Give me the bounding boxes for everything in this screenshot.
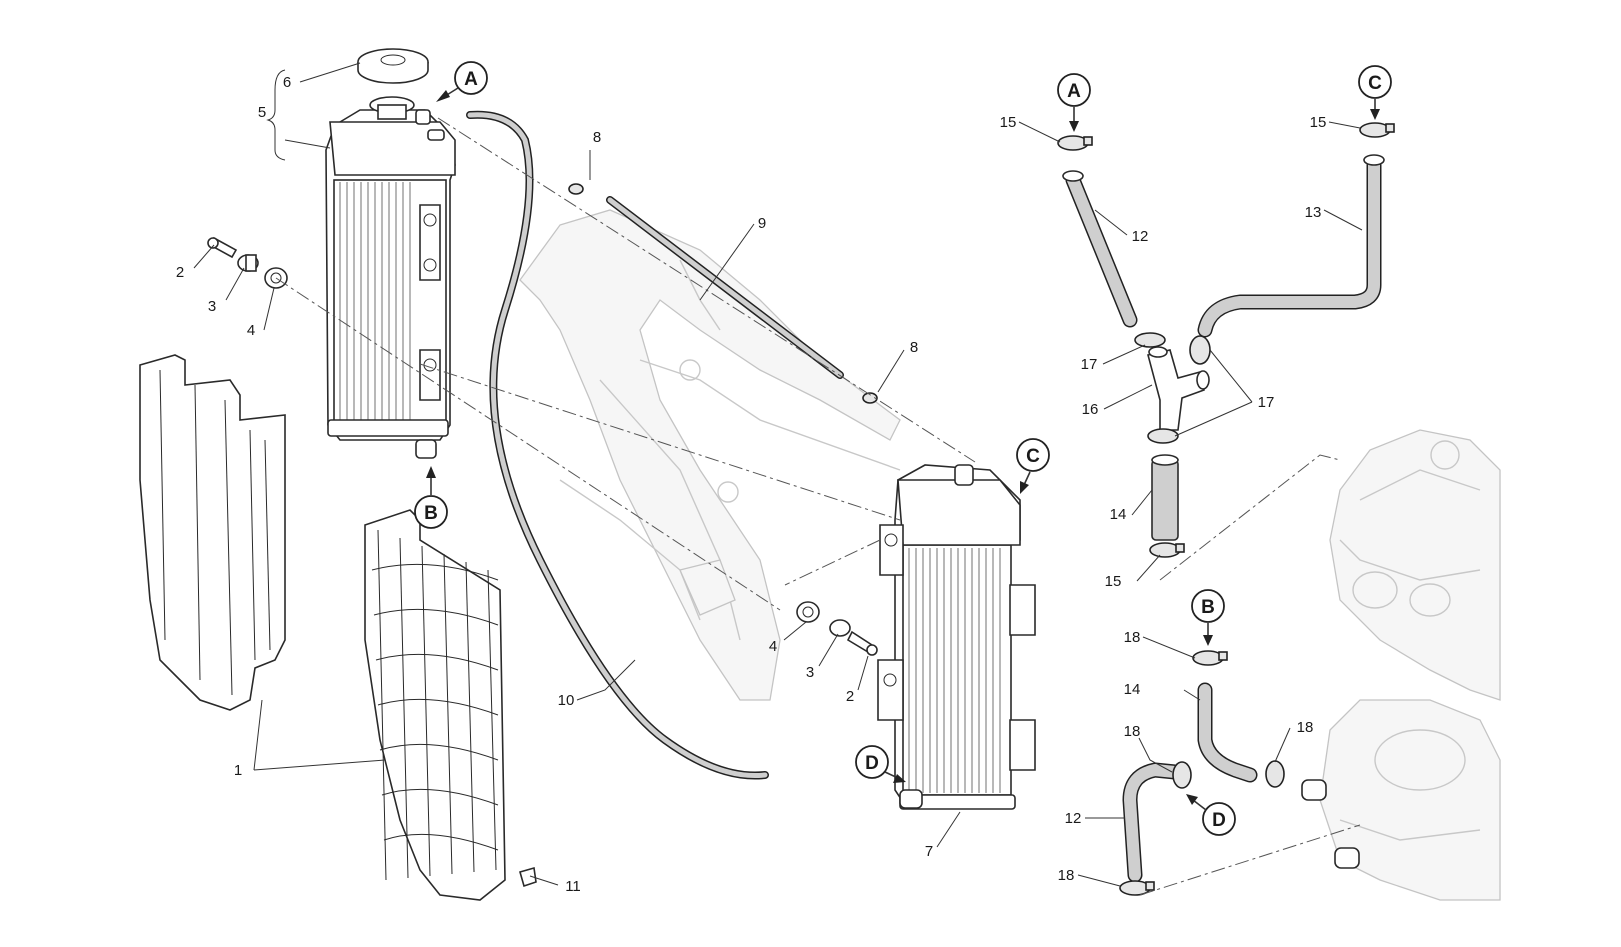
grille-vane bbox=[421, 545, 431, 877]
callout-15-b: 15 bbox=[1105, 573, 1122, 590]
hose-clamp-18-bottom bbox=[1119, 880, 1155, 896]
radiator-louver-grille bbox=[364, 509, 506, 901]
vent-hose-9 bbox=[606, 196, 844, 379]
grille-slat bbox=[383, 833, 499, 851]
callout-12-upper: 12 bbox=[1132, 228, 1149, 245]
bushing-right bbox=[829, 619, 851, 637]
callout-15-c: 15 bbox=[1310, 114, 1327, 131]
callout-2-right: 2 bbox=[846, 688, 854, 705]
grille-slat bbox=[371, 563, 499, 581]
connector-C-hose: C bbox=[1358, 65, 1392, 120]
svg-text:A: A bbox=[464, 69, 478, 90]
callout-18-middle: 18 bbox=[1124, 723, 1141, 740]
engine-cylinder-ghost bbox=[1301, 699, 1501, 901]
callout-10: 10 bbox=[558, 692, 575, 709]
callout-17-a: 17 bbox=[1081, 356, 1098, 373]
callout-labels: 6 5 2 3 4 1 8 9 8 10 11 4 3 2 7 15 12 15… bbox=[176, 74, 1327, 895]
callout-3-left: 3 bbox=[208, 298, 216, 315]
hose-clamp-15-a bbox=[1057, 135, 1093, 151]
callout-5: 5 bbox=[258, 104, 266, 121]
svg-text:A: A bbox=[1067, 81, 1081, 102]
connector-B-hose: B bbox=[1191, 589, 1225, 646]
callout-2-left: 2 bbox=[176, 264, 184, 281]
callout-15-a: 15 bbox=[1000, 114, 1017, 131]
radiator-right bbox=[877, 464, 1036, 810]
connector-D-hose: D bbox=[1186, 794, 1236, 836]
overflow-hose-10 bbox=[466, 110, 769, 780]
engine-cylinder-head-ghost bbox=[1329, 429, 1501, 701]
callout-12-lower: 12 bbox=[1065, 810, 1082, 827]
hose-clamp-17-a bbox=[1134, 332, 1166, 348]
hose-clip-8b bbox=[862, 392, 878, 404]
radiator-left bbox=[325, 96, 456, 459]
svg-text:C: C bbox=[1026, 446, 1040, 467]
hose-clamp-18-engine bbox=[1265, 760, 1285, 788]
hose-clamp-17-c bbox=[1147, 428, 1179, 444]
leader-lines bbox=[193, 62, 1363, 887]
assembly-centerlines bbox=[275, 117, 1361, 896]
callout-18-top: 18 bbox=[1124, 629, 1141, 646]
y-connector-16 bbox=[1147, 346, 1210, 431]
hose-clamp-18-b bbox=[1192, 650, 1228, 666]
grommet-right bbox=[796, 601, 820, 623]
hose-clamp-15-b bbox=[1149, 542, 1185, 558]
connector-D-radiator: D bbox=[855, 745, 906, 783]
callout-8-top: 8 bbox=[593, 129, 601, 146]
callout-6: 6 bbox=[283, 74, 291, 91]
callout-13: 13 bbox=[1305, 204, 1322, 221]
grille-slat bbox=[373, 608, 499, 626]
callout-7: 7 bbox=[925, 843, 933, 860]
hose-14-bent bbox=[1197, 682, 1258, 783]
callout-4-right: 4 bbox=[769, 638, 777, 655]
hose-14-short bbox=[1151, 454, 1179, 541]
callout-16: 16 bbox=[1082, 401, 1099, 418]
radiator-cap bbox=[357, 48, 429, 84]
connector-C-radiator: C bbox=[1016, 438, 1050, 494]
grille-vane bbox=[465, 561, 475, 873]
hose-clamp-15-c bbox=[1359, 122, 1395, 138]
connector-A-radiator: A bbox=[436, 61, 488, 102]
hose-12-lower bbox=[1122, 762, 1183, 883]
callout-14-upper: 14 bbox=[1110, 506, 1127, 523]
hose-clamp-18-d bbox=[1172, 761, 1192, 789]
grille-slat bbox=[379, 743, 499, 761]
connector-B-radiator: B bbox=[414, 466, 448, 529]
svg-text:D: D bbox=[865, 753, 879, 774]
connector-A-hose: A bbox=[1057, 73, 1091, 132]
grille-slat bbox=[375, 653, 499, 671]
grille-vane bbox=[377, 529, 387, 881]
svg-text:D: D bbox=[1212, 810, 1226, 831]
callout-11: 11 bbox=[565, 878, 581, 895]
callout-3-right: 3 bbox=[806, 664, 814, 681]
radiator-shroud-left bbox=[139, 354, 286, 711]
svg-text:B: B bbox=[424, 503, 438, 524]
callout-14-lower: 14 bbox=[1124, 681, 1141, 698]
grille-vane bbox=[487, 569, 497, 871]
callout-18-bottom: 18 bbox=[1058, 867, 1075, 884]
callout-1: 1 bbox=[234, 762, 242, 779]
callout-9: 9 bbox=[758, 215, 766, 232]
grille-slat bbox=[377, 698, 499, 716]
grille-vane bbox=[443, 553, 453, 875]
clip-part-11 bbox=[519, 866, 537, 888]
svg-text:C: C bbox=[1368, 73, 1382, 94]
callout-4-left: 4 bbox=[247, 322, 255, 339]
hose-clip-8a bbox=[568, 183, 584, 195]
bolt-left bbox=[207, 236, 238, 259]
bushing-left bbox=[237, 254, 259, 272]
hose-12-upper bbox=[1062, 170, 1138, 328]
callout-8-bottom: 8 bbox=[910, 339, 918, 356]
callout-17-b: 17 bbox=[1258, 394, 1275, 411]
grille-vane bbox=[399, 537, 409, 879]
bolt-right bbox=[846, 630, 878, 656]
hose-clamp-17-b bbox=[1189, 335, 1211, 365]
frame-ghost-outline bbox=[519, 209, 901, 701]
svg-text:B: B bbox=[1201, 597, 1215, 618]
callout-18-engine: 18 bbox=[1297, 719, 1314, 736]
grille-slat bbox=[381, 788, 499, 806]
hose-13 bbox=[1197, 154, 1385, 338]
